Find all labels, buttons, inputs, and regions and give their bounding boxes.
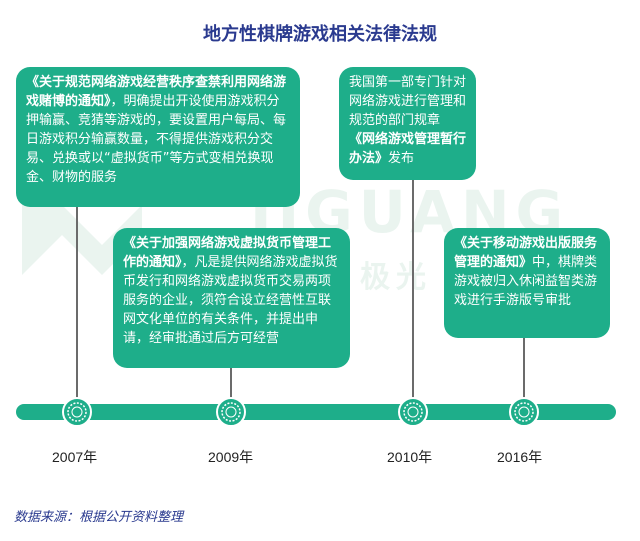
node-ring-icon [403,402,423,422]
event-card-2016: 《关于移动游戏出版服务管理的通知》中，棋牌类游戏被归入休闲益智类游戏进行手游版号… [444,228,610,338]
event-doc-title: 《网络游戏管理暂行办法》 [349,132,467,166]
timeline-node-2010 [398,397,428,427]
event-card-2009: 《关于加强网络游戏虚拟货币管理工作的通知》，凡是提供网络游戏虚拟货币发行和网络游… [113,228,350,368]
connector-2009 [230,360,232,406]
connector-2010 [412,175,414,406]
event-description: 发布 [388,151,415,166]
diagram-title: 地方性棋牌游戏相关法律法规 [203,24,437,45]
event-doc-title: 《关于移动游戏出版服务管理的通知》 [454,236,598,270]
year-label-2009: 2009年 [208,449,254,465]
year-label-2010: 2010年 [387,449,433,465]
timeline-bar [16,404,616,420]
node-ring-icon [514,402,534,422]
event-description: ，明确提出开设使用游戏积分押输赢、竞猜等游戏的，要设置用户每局、每日游戏积分输赢… [26,94,287,185]
timeline-node-2009 [216,397,246,427]
data-source-note: 数据来源：根据公开资料整理 [14,510,184,525]
node-ring-icon [221,402,241,422]
event-description: ，凡是提供网络游戏虚拟货币发行和网络游戏虚拟货币交易两项服务的企业，须符合设立经… [123,255,338,346]
event-doc-title: 《关于规范网络游戏经营秩序查禁利用网络游戏赌博的通知》 [26,75,287,109]
year-label-2016: 2016年 [497,449,543,465]
connector-2007 [76,200,78,406]
event-doc-title: 《关于加强网络游戏虚拟货币管理工作的通知》 [123,236,332,270]
watermark-text-cn: 极光 [360,260,432,295]
watermark-logo-shape [22,205,142,275]
timeline-node-2007 [62,397,92,427]
event-card-2010: 我国第一部专门针对网络游戏进行管理和规范的部门规章《网络游戏管理暂行办法》发布 [339,67,476,180]
timeline-node-2016 [509,397,539,427]
event-description: 中，棋牌类游戏被归入休闲益智类游戏进行手游版号审批 [454,255,598,308]
connector-2016 [523,332,525,406]
node-ring-icon [67,402,87,422]
year-label-2007: 2007年 [52,449,98,465]
event-intro: 我国第一部专门针对网络游戏进行管理和规范的部门规章 [349,75,467,128]
event-card-2007: 《关于规范网络游戏经营秩序查禁利用网络游戏赌博的通知》，明确提出开设使用游戏积分… [16,67,300,207]
